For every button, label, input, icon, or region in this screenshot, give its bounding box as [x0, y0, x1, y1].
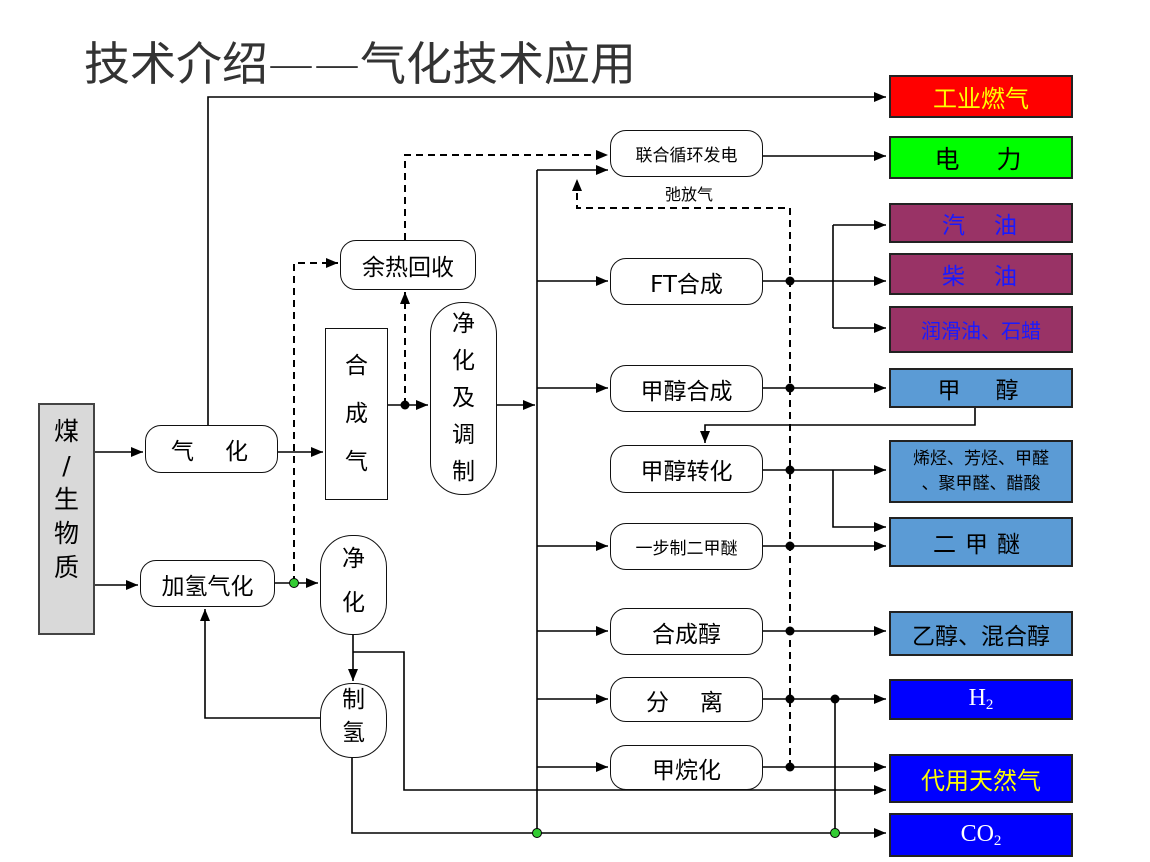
alcohol-synthesis-label: 合成醇 [652, 621, 721, 648]
junction-dot [785, 465, 795, 475]
gasification-box: 气 化 [145, 425, 278, 473]
purify-box: 净化 [320, 535, 387, 635]
gasoline-label: 汽 油 [942, 213, 1020, 239]
junction-dot-green [532, 828, 542, 838]
hydrogen-production-label: 制氢 [342, 686, 365, 746]
product-industrial-gas: 工业燃气 [889, 75, 1073, 118]
hydrogasification-label: 加氢气化 [161, 573, 254, 600]
diesel-label: 柴 油 [942, 264, 1020, 290]
separation-box: 分 离 [610, 677, 763, 722]
ft-synthesis-box: FT合成 [610, 258, 763, 305]
product-sng: 代用天然气 [889, 754, 1073, 803]
purify-adjust-box: 净化及调制 [430, 302, 497, 495]
product-gasoline: 汽 油 [889, 203, 1073, 243]
junction-dot [400, 400, 410, 410]
product-dme: 二甲醚 [889, 517, 1073, 567]
methanol-synthesis-box: 甲醇合成 [610, 365, 763, 412]
h2-main: H [968, 685, 986, 711]
chemicals-label-line1: 烯烃、芳烃、甲醛 [913, 448, 1049, 469]
combined-cycle-box: 联合循环发电 [610, 130, 763, 177]
product-power: 电 力 [889, 136, 1073, 179]
heat-recovery-box: 余热回收 [340, 240, 476, 290]
methanol-conversion-box: 甲醇转化 [610, 445, 763, 493]
purge-gas-label: 弛放气 [665, 185, 714, 204]
industrial-gas-label: 工业燃气 [933, 85, 1029, 113]
junction-dot [785, 383, 795, 393]
methanation-label: 甲烷化 [652, 757, 721, 784]
purify-adjust-label: 净化及调制 [452, 311, 475, 485]
ft-synthesis-label: FT合成 [650, 271, 723, 298]
co2-label: CO2 [961, 821, 1002, 850]
flow-gasification-to-industrial-gas [207, 92, 886, 425]
product-diesel: 柴 油 [889, 253, 1073, 295]
dme-label: 二甲醚 [933, 532, 1029, 558]
syngas-label: 合成气 [345, 353, 368, 475]
purify-label: 净化 [342, 546, 365, 616]
flow-purify-to-sng [353, 651, 886, 795]
dashed-heat-recovery-to-combined-cycle [404, 150, 608, 240]
lubricant-wax-label: 润滑油、石蜡 [921, 319, 1041, 343]
product-co2: CO2 [889, 813, 1073, 857]
power-label: 电 力 [934, 144, 1028, 174]
hydrogen-production-box: 制氢 [320, 683, 387, 758]
junction-dot-green [830, 828, 840, 838]
product-methanol: 甲 醇 [889, 368, 1073, 408]
feedstock-label: 煤/生物质 [53, 417, 79, 582]
co2-subscript: 2 [993, 832, 1002, 849]
methanol-label: 甲 醇 [937, 378, 1025, 404]
separation-label: 分 离 [646, 689, 727, 716]
alcohol-synthesis-box: 合成醇 [610, 608, 763, 655]
co2-main: CO [960, 820, 994, 847]
one-step-dme-box: 一步制二甲醚 [610, 523, 763, 570]
h2-subscript: 2 [985, 697, 994, 713]
feedstock-box: 煤/生物质 [38, 403, 95, 635]
methanol-conversion-label: 甲醇转化 [640, 459, 733, 485]
dashed-purge-gas-return [572, 179, 791, 767]
junction-dot [785, 762, 795, 772]
product-chemicals: 烯烃、芳烃、甲醛 、聚甲醛、醋酸 [889, 440, 1073, 503]
product-lubricant-wax: 润滑油、石蜡 [889, 306, 1073, 353]
methanol-synthesis-label: 甲醇合成 [640, 378, 733, 405]
page-title: 技术介绍——气化技术应用 [84, 37, 636, 91]
junction-dot [785, 694, 795, 704]
flow-hydrogen-to-hydrogasification [200, 609, 320, 719]
product-ethanol-mixed: 乙醇、混合醇 [889, 611, 1073, 656]
h2-label: H2 [969, 685, 994, 714]
ethanol-mixed-label: 乙醇、混合醇 [912, 623, 1050, 650]
junction-dot [785, 626, 795, 636]
product-h2: H2 [889, 679, 1073, 720]
chemicals-label-line2: 、聚甲醛、醋酸 [921, 473, 1041, 494]
methanation-box: 甲烷化 [610, 745, 763, 790]
combined-cycle-label: 联合循环发电 [635, 146, 738, 166]
heat-recovery-label: 余热回收 [362, 255, 454, 281]
one-step-dme-label: 一步制二甲醚 [635, 539, 738, 559]
syngas-box: 合成气 [325, 328, 388, 500]
flow-methanol-to-methanol-conversion [700, 408, 976, 443]
hydrogasification-box: 加氢气化 [140, 560, 275, 607]
gasification-label: 气 化 [171, 439, 252, 465]
flow-hydrogen-to-co2 [351, 758, 886, 838]
flow-methanol-conversion-to-dme [832, 470, 886, 532]
dashed-hydrogasification-to-heat-recovery [293, 258, 338, 583]
junction-dot [830, 694, 840, 704]
junction-dot [785, 541, 795, 551]
sng-label: 代用天然气 [921, 767, 1041, 795]
junction-dot [785, 276, 795, 286]
junction-dot-green [289, 578, 299, 588]
